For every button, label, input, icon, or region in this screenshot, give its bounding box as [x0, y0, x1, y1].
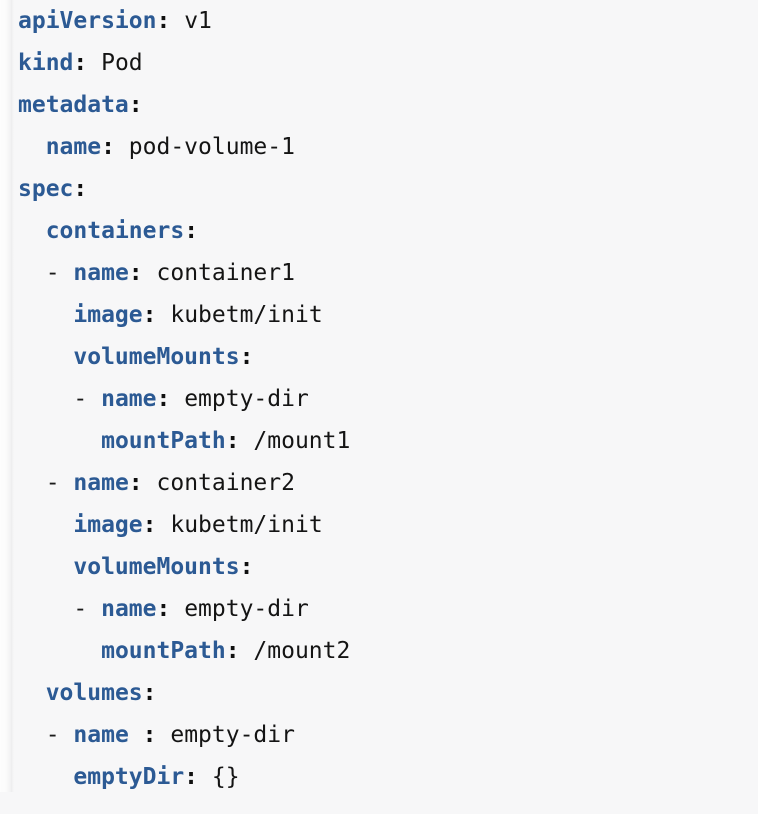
- yaml-key: image: [73, 302, 143, 328]
- code-line: mountPath: /mount1: [0, 420, 758, 462]
- code-line: - name: empty-dir: [0, 588, 758, 630]
- yaml-key: containers: [45, 218, 185, 244]
- indent-spacer: [18, 764, 73, 790]
- yaml-value: pod-volume-1: [128, 134, 295, 160]
- code-line: mountPath: /mount2: [0, 630, 758, 672]
- code-line: - name: empty-dir: [0, 378, 758, 420]
- yaml-separator: :: [128, 260, 157, 286]
- yaml-key: name: [101, 596, 157, 622]
- code-line: containers:: [0, 210, 758, 252]
- yaml-separator: :: [101, 134, 129, 160]
- code-line: volumes:: [0, 672, 758, 714]
- indent-spacer: [18, 134, 46, 160]
- indent-spacer: [18, 260, 46, 286]
- code-line: image: kubetm/init: [0, 504, 758, 546]
- yaml-separator: :: [156, 386, 185, 412]
- yaml-value: empty-dir: [170, 722, 295, 748]
- code-line: name: pod-volume-1: [0, 126, 758, 168]
- yaml-key: metadata: [18, 92, 129, 118]
- yaml-separator: :: [156, 8, 185, 34]
- yaml-separator: :: [225, 638, 254, 664]
- list-dash: -: [45, 722, 74, 748]
- yaml-separator: :: [128, 92, 143, 118]
- yaml-value: kubetm/init: [170, 302, 323, 328]
- yaml-key: name: [73, 722, 129, 748]
- yaml-key: volumes: [45, 680, 143, 706]
- yaml-key: volumeMounts: [73, 554, 240, 580]
- yaml-separator: :: [239, 554, 254, 580]
- indent-spacer: [18, 638, 101, 664]
- code-line: metadata:: [0, 84, 758, 126]
- indent-spacer: [18, 554, 73, 580]
- indent-spacer: [18, 302, 73, 328]
- editor-gutter: [0, 0, 14, 792]
- code-line: emptyDir: {}: [0, 756, 758, 798]
- yaml-value: v1: [184, 8, 212, 34]
- yaml-key: spec: [18, 176, 74, 202]
- yaml-value: kubetm/init: [170, 512, 323, 538]
- yaml-key: mountPath: [101, 638, 226, 664]
- yaml-key: name: [73, 470, 129, 496]
- code-line: apiVersion: v1: [0, 0, 758, 42]
- indent-spacer: [18, 470, 46, 496]
- code-line: spec:: [0, 168, 758, 210]
- yaml-value: container1: [156, 260, 295, 286]
- yaml-key: name: [101, 386, 157, 412]
- indent-spacer: [18, 680, 46, 706]
- yaml-key: emptyDir: [73, 764, 185, 790]
- yaml-key: name: [45, 134, 102, 160]
- yaml-key: name: [73, 260, 129, 286]
- yaml-separator: :: [128, 470, 157, 496]
- indent-spacer: [18, 218, 46, 244]
- yaml-separator: :: [184, 764, 212, 790]
- code-line: kind: Pod: [0, 42, 758, 84]
- yaml-value: {}: [211, 764, 240, 790]
- list-dash: -: [45, 470, 74, 496]
- indent-spacer: [18, 344, 73, 370]
- yaml-value: /mount1: [253, 428, 351, 454]
- yaml-key: volumeMounts: [73, 344, 240, 370]
- yaml-separator: :: [73, 50, 102, 76]
- yaml-separator: :: [128, 722, 171, 748]
- yaml-separator: :: [142, 302, 171, 328]
- yaml-separator: :: [142, 512, 171, 538]
- yaml-key: mountPath: [101, 428, 226, 454]
- indent-spacer: [18, 428, 101, 454]
- list-dash: -: [73, 386, 102, 412]
- yaml-separator: :: [156, 596, 185, 622]
- yaml-key: kind: [18, 50, 74, 76]
- indent-spacer: [18, 386, 73, 412]
- indent-spacer: [18, 722, 46, 748]
- yaml-value: empty-dir: [184, 386, 309, 412]
- yaml-separator: :: [239, 344, 254, 370]
- code-line: volumeMounts:: [0, 336, 758, 378]
- yaml-key: apiVersion: [18, 8, 157, 34]
- yaml-separator: :: [184, 218, 199, 244]
- yaml-value: Pod: [101, 50, 143, 76]
- yaml-key: image: [73, 512, 143, 538]
- yaml-separator: :: [73, 176, 88, 202]
- yaml-separator: :: [142, 680, 157, 706]
- list-dash: -: [73, 596, 102, 622]
- code-line: - name: container2: [0, 462, 758, 504]
- code-line: - name : empty-dir: [0, 714, 758, 756]
- yaml-value: empty-dir: [184, 596, 309, 622]
- indent-spacer: [18, 596, 73, 622]
- code-line: - name: container1: [0, 252, 758, 294]
- yaml-value: /mount2: [253, 638, 351, 664]
- code-line: volumeMounts:: [0, 546, 758, 588]
- yaml-separator: :: [225, 428, 254, 454]
- code-line: image: kubetm/init: [0, 294, 758, 336]
- indent-spacer: [18, 512, 73, 538]
- list-dash: -: [45, 260, 74, 286]
- yaml-value: container2: [156, 470, 295, 496]
